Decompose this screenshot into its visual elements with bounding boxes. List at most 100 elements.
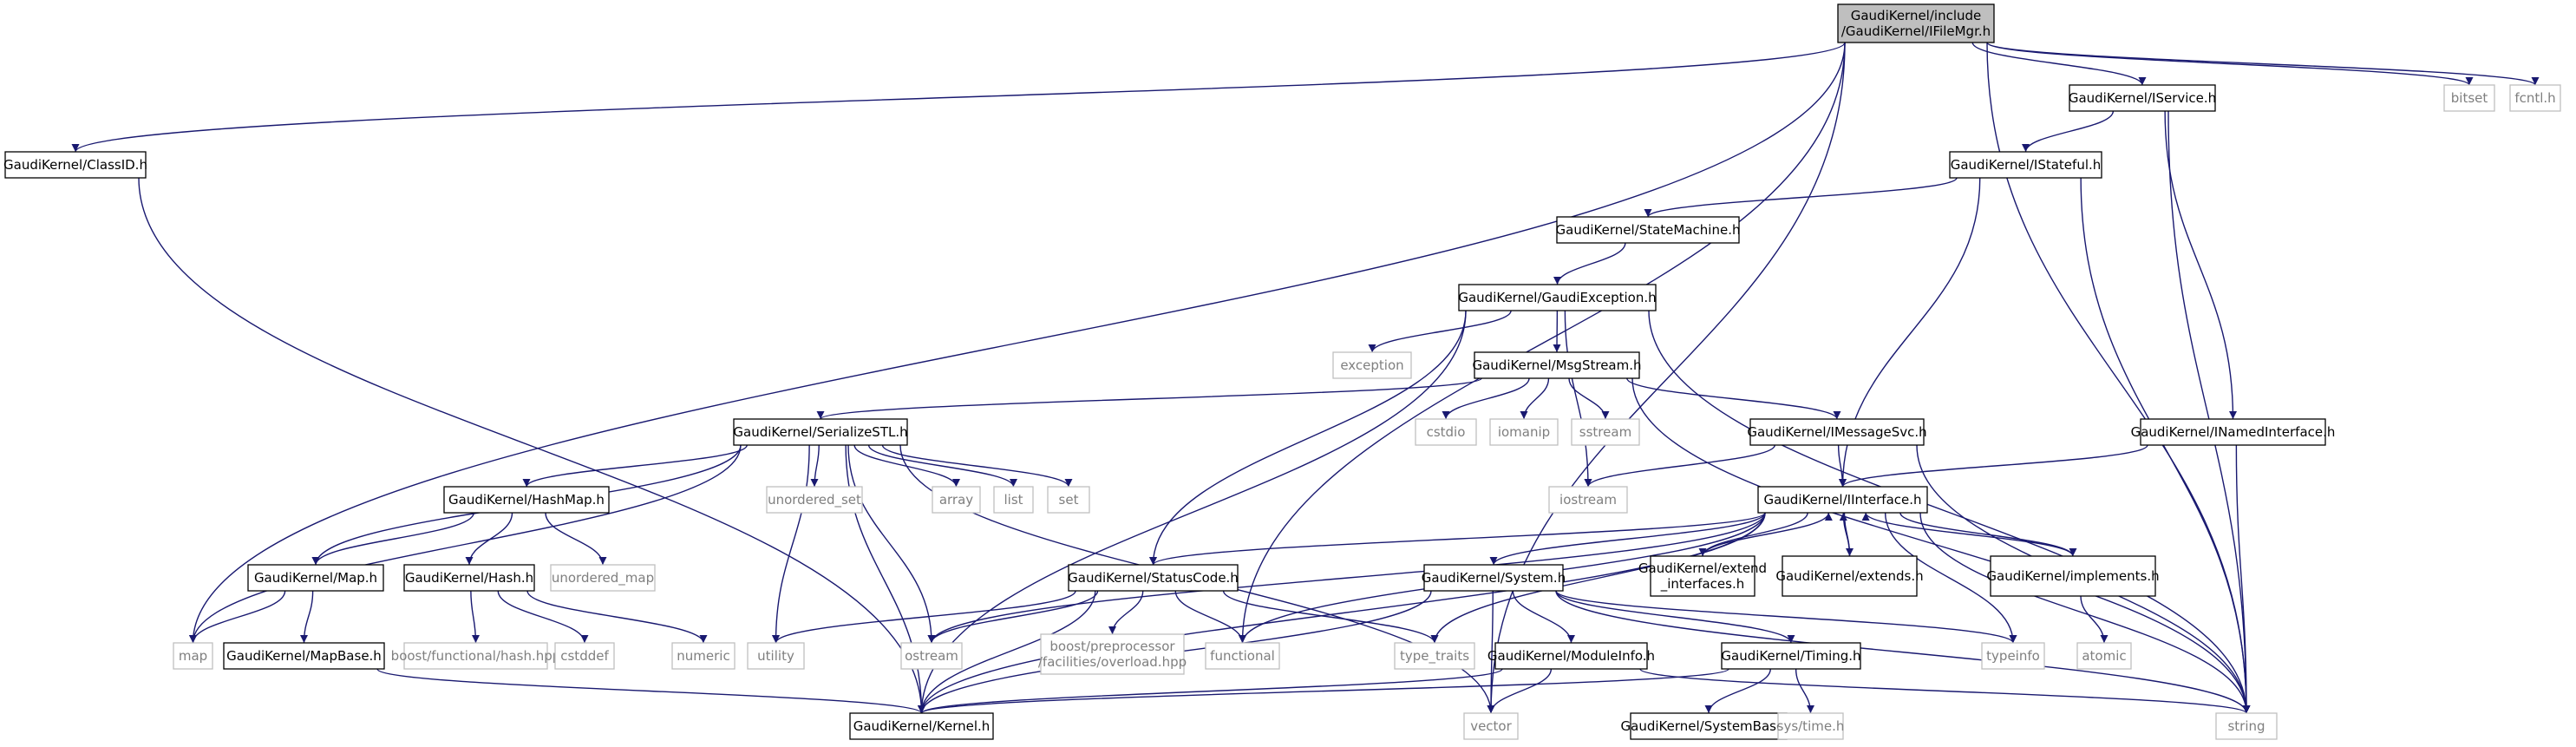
- edge-extends-to-iinterface: [1839, 512, 1851, 557]
- node-list: list: [993, 486, 1034, 514]
- node-iservice[interactable]: GaudiKernel/IService.h: [2069, 84, 2216, 112]
- node-extend_if[interactable]: GaudiKernel/extend_interfaces.h: [1638, 555, 1767, 597]
- node-implements[interactable]: GaudiKernel/implements.h: [1986, 555, 2160, 597]
- node-bitset: bitset: [2443, 84, 2495, 112]
- edge-timing-to-systembase: [1704, 668, 1771, 714]
- node-type_traits: type_traits: [1394, 642, 1475, 670]
- node-box-atomic: [2076, 642, 2132, 670]
- edge-moduleinfo-to-kernel: [918, 668, 1503, 714]
- node-label: GaudiKernel/IStateful.h: [1951, 157, 2102, 173]
- node-unordered_set: unordered_set: [766, 486, 863, 514]
- edge-hash-to-boosthash: [470, 590, 480, 644]
- node-label: GaudiKernel/GaudiException.h: [1458, 290, 1656, 305]
- node-label: GaudiKernel/ModuleInfo.h: [1487, 648, 1655, 664]
- node-label: GaudiKernel/HashMap.h: [448, 492, 605, 508]
- node-hashmap[interactable]: GaudiKernel/HashMap.h: [443, 486, 610, 514]
- node-timing[interactable]: GaudiKernel/Timing.h: [1721, 642, 1861, 670]
- node-label: /GaudiKernel/IFileMgr.h: [1841, 23, 1991, 39]
- node-iinterface[interactable]: GaudiKernel/IInterface.h: [1757, 486, 1928, 514]
- node-label: numeric: [677, 648, 729, 664]
- node-label: boost/preprocessor: [1049, 639, 1175, 654]
- edge-statuscode-to-boostpp: [1108, 590, 1144, 635]
- node-systembase[interactable]: GaudiKernel/SystemBase.h: [1621, 712, 1797, 740]
- node-label: GaudiKernel/SystemBase.h: [1621, 718, 1797, 734]
- node-box-istateful: [1949, 151, 2102, 179]
- node-functional: functional: [1205, 642, 1280, 670]
- edge-hashmap-to-mapH: [311, 512, 474, 566]
- edge-mapbase-to-kernel: [376, 668, 925, 714]
- node-mapH[interactable]: GaudiKernel/Map.h: [247, 564, 384, 592]
- node-label: GaudiKernel/Timing.h: [1721, 648, 1860, 664]
- node-exception: exception: [1332, 351, 1412, 379]
- node-mapbase[interactable]: GaudiKernel/MapBase.h: [223, 642, 385, 670]
- node-extends[interactable]: GaudiKernel/extends.h: [1775, 555, 1924, 597]
- edge-system-to-vector: [1487, 590, 1495, 714]
- node-cstdio: cstdio: [1415, 418, 1477, 446]
- edge-classid-to-kernel: [138, 177, 925, 714]
- edge-msgstream-to-string: [1631, 377, 2251, 714]
- node-box-map: [173, 642, 213, 670]
- node-label: GaudiKernel/IMessageSvc.h: [1747, 424, 1926, 440]
- edge-moduleinfo-to-string: [1639, 668, 2251, 714]
- node-fcntl: fcntl.h: [2509, 84, 2561, 112]
- node-moduleinfo[interactable]: GaudiKernel/ModuleInfo.h: [1487, 642, 1655, 670]
- node-imessagesvc[interactable]: GaudiKernel/IMessageSvc.h: [1747, 418, 1927, 446]
- edge-iinterface-to-extend_if: [1698, 512, 1808, 557]
- node-gaudiexc[interactable]: GaudiKernel/GaudiException.h: [1458, 284, 1657, 311]
- node-label: unordered_set: [768, 492, 861, 508]
- node-box-unordered_set: [766, 486, 863, 514]
- node-box-systembase: [1630, 712, 1788, 740]
- node-label: atomic: [2082, 648, 2126, 664]
- edge-inamed-to-iinterface: [1839, 444, 2148, 488]
- node-string: string: [2215, 712, 2278, 740]
- node-map: map: [173, 642, 213, 670]
- edge-statuscode-to-ostream: [927, 590, 1099, 644]
- node-box-list: [993, 486, 1034, 514]
- edge-serializestl-to-unordered_set: [810, 444, 820, 488]
- node-classid[interactable]: GaudiKernel/ClassID.h: [3, 151, 147, 179]
- edge-gaudiexc-to-kernel: [918, 310, 1467, 714]
- edge-ifilemgr-to-classid: [71, 42, 1846, 153]
- node-label: cstddef: [560, 648, 609, 664]
- node-inamed[interactable]: GaudiKernel/INamedInterface.h: [2131, 418, 2336, 446]
- node-box-systime: [1777, 712, 1844, 740]
- node-label: GaudiKernel/Kernel.h: [853, 718, 991, 734]
- edge-gaudiexc-to-statuscode: [1149, 310, 1467, 566]
- node-serializestl[interactable]: GaudiKernel/SerializeSTL.h: [733, 418, 908, 446]
- node-ifilemgr[interactable]: GaudiKernel/include/GaudiKernel/IFileMgr…: [1837, 3, 1995, 43]
- node-statuscode[interactable]: GaudiKernel/StatusCode.h: [1068, 564, 1239, 592]
- node-label: sys/time.h: [1777, 718, 1845, 734]
- edge-statuscode-to-functional: [1174, 590, 1246, 644]
- edge-iinterface-to-ostream: [927, 512, 1766, 644]
- node-label: set: [1059, 492, 1079, 508]
- edge-iinterface-to-typeinfo: [1884, 512, 2017, 644]
- node-statemachine[interactable]: GaudiKernel/StateMachine.h: [1556, 216, 1741, 244]
- node-label: iostream: [1559, 492, 1617, 508]
- edge-msgstream-to-imessagesvc: [1626, 377, 1841, 420]
- edge-statuscode-to-utility: [772, 590, 1076, 644]
- node-istateful[interactable]: GaudiKernel/IStateful.h: [1949, 151, 2102, 179]
- node-system[interactable]: GaudiKernel/System.h: [1422, 564, 1566, 592]
- node-box-extends: [1782, 555, 1918, 597]
- node-boosthash: boost/functional/hash.hpp: [391, 642, 560, 670]
- edge-serializestl-to-utility: [772, 444, 810, 644]
- node-box-cstddef: [554, 642, 615, 670]
- node-utility: utility: [747, 642, 805, 670]
- node-label: GaudiKernel/SerializeSTL.h: [733, 424, 907, 440]
- node-msgstream[interactable]: GaudiKernel/MsgStream.h: [1472, 351, 1642, 379]
- node-box-boostpp: [1040, 633, 1185, 675]
- edge-extend_if-to-iinterface: [1702, 512, 1833, 557]
- edge-inamed-to-string: [2235, 444, 2251, 714]
- node-box-inamed: [2140, 418, 2326, 446]
- node-label: sstream: [1579, 424, 1631, 440]
- node-label: GaudiKernel/MapBase.h: [226, 648, 382, 664]
- node-hash[interactable]: GaudiKernel/Hash.h: [403, 564, 535, 592]
- edge-serializestl-to-set: [881, 444, 1073, 488]
- node-label: map: [179, 648, 207, 664]
- edge-istateful-to-statemachine: [1644, 177, 1958, 218]
- node-kernel[interactable]: GaudiKernel/Kernel.h: [849, 712, 994, 740]
- node-box-imessagesvc: [1749, 418, 1925, 446]
- edge-hashmap-to-unordered_map: [545, 512, 607, 566]
- node-iostream: iostream: [1548, 486, 1628, 514]
- node-label: utility: [757, 648, 794, 664]
